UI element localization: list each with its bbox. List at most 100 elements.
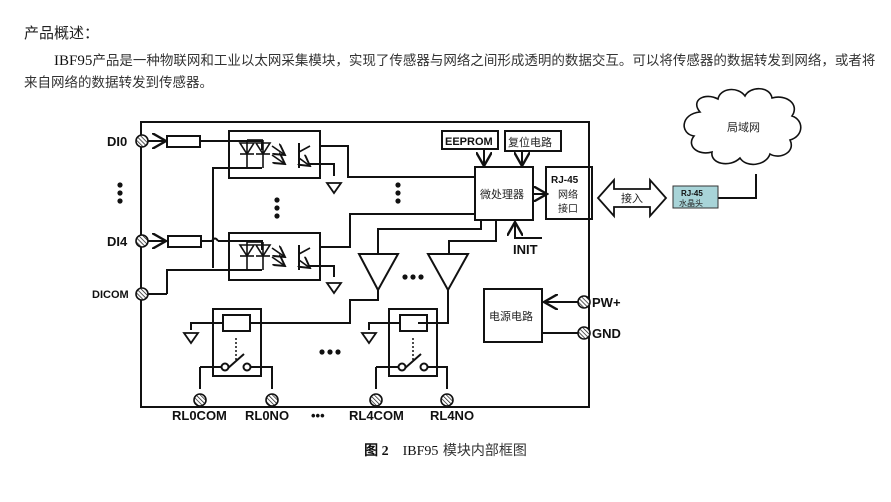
power-block bbox=[483, 288, 543, 343]
dot bbox=[274, 213, 280, 219]
dot bbox=[274, 197, 280, 203]
section-heading: 产品概述： bbox=[24, 24, 100, 42]
relay-0-coil bbox=[222, 314, 251, 332]
terminal-rl4no[interactable] bbox=[440, 393, 454, 407]
relay-0 bbox=[212, 308, 262, 377]
ground-symbols bbox=[182, 182, 378, 345]
di4-wire bbox=[201, 240, 263, 250]
terminal-di4[interactable] bbox=[135, 234, 149, 248]
dot bbox=[418, 274, 424, 280]
label-lan: 局域网 bbox=[727, 121, 760, 134]
dot bbox=[395, 182, 401, 188]
label-rl0com: RL0COM bbox=[172, 408, 227, 423]
relay0-contact-a bbox=[220, 362, 230, 372]
terminal-rl4com[interactable] bbox=[369, 393, 383, 407]
label-rl0no: RL0NO bbox=[245, 408, 289, 423]
terminal-gnd[interactable] bbox=[577, 326, 591, 340]
relay-4 bbox=[388, 308, 438, 377]
opto0-emitter bbox=[308, 163, 335, 176]
dot bbox=[395, 190, 401, 196]
dot bbox=[117, 182, 123, 188]
ellipsis-dots bbox=[117, 182, 424, 355]
relay4-contact-b bbox=[419, 362, 429, 372]
amplifier-4 bbox=[426, 253, 470, 293]
optocoupler-4 bbox=[228, 232, 321, 281]
intro-text: 产品是一种物联网和工业以太网采集模块，实现了传感器与网络之间形成透明的数据交互。… bbox=[24, 53, 876, 91]
label-plug-rj45: RJ-45 bbox=[681, 189, 703, 198]
label-eeprom: EEPROM bbox=[445, 136, 493, 148]
opto4-emitter bbox=[308, 265, 335, 277]
label-mcu: 微处理器 bbox=[480, 187, 524, 201]
di4-resistor bbox=[167, 235, 202, 248]
dot bbox=[319, 349, 325, 355]
eeprom-block bbox=[441, 130, 499, 150]
label-plug: 水晶头 bbox=[679, 198, 703, 208]
ground-icon bbox=[360, 332, 378, 345]
label-access: 接入 bbox=[621, 192, 643, 205]
label-init: INIT bbox=[513, 242, 538, 257]
dot bbox=[117, 190, 123, 196]
rj45-interface-block bbox=[545, 166, 593, 220]
dot bbox=[395, 198, 401, 204]
mcu-amp0-wire bbox=[377, 220, 482, 254]
terminal-di0[interactable] bbox=[135, 134, 149, 148]
label-rl4com: RL4COM bbox=[349, 408, 404, 423]
dot bbox=[117, 198, 123, 204]
mcu-amp4-wire bbox=[448, 220, 497, 254]
relay0-switch bbox=[226, 353, 245, 370]
relay0-ground-wire bbox=[190, 322, 223, 330]
relay4-switch bbox=[403, 353, 422, 370]
ground-icon bbox=[325, 182, 343, 195]
label-rl4no: RL4NO bbox=[430, 408, 474, 423]
opto-internals bbox=[238, 139, 310, 270]
product-code: IBF95 bbox=[54, 53, 93, 69]
label-rj45: RJ-45 bbox=[551, 175, 579, 186]
plug-to-lan-wire bbox=[718, 174, 757, 199]
terminals bbox=[135, 134, 591, 407]
opto4-output-wire bbox=[320, 213, 475, 248]
amplifier-0 bbox=[357, 253, 400, 293]
relay4-ground-wire bbox=[368, 322, 400, 330]
label-ellipsis: ••• bbox=[311, 408, 325, 423]
label-power: 电源电路 bbox=[489, 309, 533, 323]
dot bbox=[402, 274, 408, 280]
relay0-contacts-wire bbox=[199, 366, 273, 389]
module-outline bbox=[140, 121, 590, 408]
label-di0: DI0 bbox=[107, 134, 127, 149]
figure-number: 图 2 bbox=[364, 444, 389, 459]
label-interface: 接口 bbox=[558, 202, 578, 215]
relay4-contacts-wire bbox=[375, 366, 448, 389]
figure-title: 模块内部框图 bbox=[442, 443, 527, 459]
terminal-pw[interactable] bbox=[577, 295, 591, 309]
access-double-arrow bbox=[596, 177, 668, 219]
dot bbox=[335, 349, 341, 355]
di0-resistor bbox=[166, 135, 201, 148]
cathode-bus bbox=[212, 167, 262, 271]
label-dicom: DICOM bbox=[92, 289, 129, 301]
init-wire bbox=[515, 222, 542, 239]
label-network: 网络 bbox=[558, 188, 578, 201]
lan-cloud-icon bbox=[683, 87, 802, 166]
label-gnd: GND bbox=[592, 326, 621, 341]
opto0-diodes bbox=[238, 139, 310, 168]
figure-code: IBF95 bbox=[402, 444, 439, 459]
relay4-contact-a bbox=[397, 362, 407, 372]
dot bbox=[410, 274, 416, 280]
opto4-diodes bbox=[238, 241, 310, 270]
label-di4: DI4 bbox=[107, 234, 128, 249]
label-pw: PW+ bbox=[592, 295, 621, 310]
optocoupler-0 bbox=[228, 130, 321, 179]
ground-icon bbox=[325, 282, 343, 295]
dot bbox=[274, 205, 280, 211]
rj45-plug bbox=[672, 185, 719, 209]
di0-wire bbox=[200, 140, 263, 150]
terminal-rl0no[interactable] bbox=[265, 393, 279, 407]
ground-icon bbox=[182, 332, 200, 345]
opto0-output-wire bbox=[320, 145, 475, 178]
amp4-to-relay4 bbox=[418, 290, 449, 324]
intro-paragraph: IBF95产品是一种物联网和工业以太网采集模块，实现了传感器与网络之间形成透明的… bbox=[24, 50, 884, 94]
amp0-to-relay0 bbox=[250, 290, 379, 324]
terminal-rl0com[interactable] bbox=[193, 393, 207, 407]
terminal-dicom[interactable] bbox=[135, 287, 149, 301]
